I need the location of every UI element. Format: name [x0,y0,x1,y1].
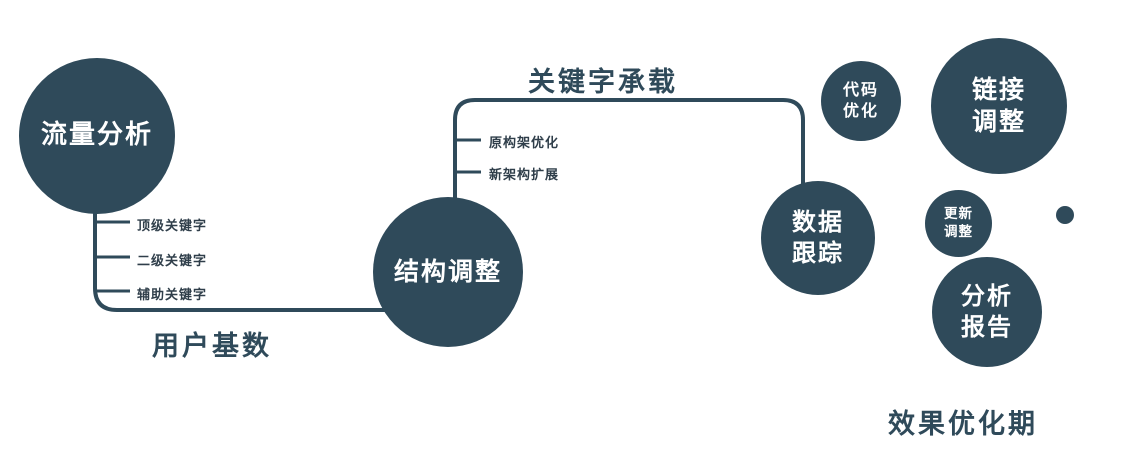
node-structure-adjust: 结构调整 [373,197,523,347]
branch-label-second-keywords: 二级关键字 [137,254,208,269]
node-update-adjust: 更新 调整 [925,190,992,257]
node-label: 结构调整 [393,256,502,286]
node-data-tracking: 数据 跟踪 [761,181,875,295]
node-label: 优化 [842,101,879,120]
node-label: 报告 [961,313,1013,341]
node-label: 代码 [842,80,879,100]
node-label: 分析 [961,281,1013,310]
connector-traffic-to-structure [93,195,450,312]
caption-effect-optimization: 效果优化期 [888,409,1038,440]
node-label: 更新 [944,205,973,222]
node-link-adjust: 链接 调整 [931,38,1067,174]
branch-label-top-keywords: 顶级关键字 [137,219,208,234]
node-label: 调整 [944,223,973,240]
branch-label-aux-keywords: 辅助关键字 [137,288,208,303]
node-label: 跟踪 [792,239,844,267]
bullet-dot [1056,206,1074,224]
node-analysis-report: 分析 报告 [932,257,1042,367]
node-label: 链接 [971,74,1026,104]
node-label: 调整 [971,107,1026,136]
branch-label-framework-expand: 新架构扩展 [489,168,560,183]
node-label: 流量分析 [40,120,153,151]
node-code-optimization: 代码 优化 [821,61,901,141]
edge-label-keyword-carrying: 关键字承载 [528,67,678,98]
connector-structure-to-tracking [453,98,805,240]
node-traffic-analysis: 流量分析 [19,58,175,214]
node-label: 数据 [792,207,844,236]
branch-label-framework-optimize: 原构架优化 [489,136,560,151]
edge-label-user-base: 用户基数 [152,331,272,362]
